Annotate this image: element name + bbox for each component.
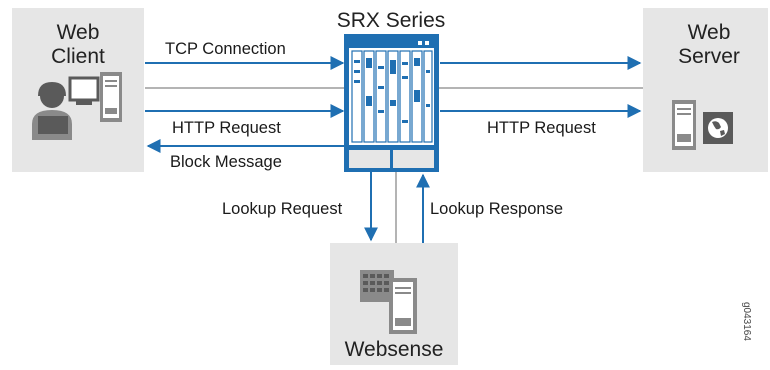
server-stack-icon bbox=[360, 270, 417, 334]
srx-chassis-icon bbox=[344, 34, 439, 172]
figure-id-label: g043164 bbox=[741, 302, 752, 341]
web-server-label-line2: Server bbox=[678, 45, 740, 68]
server-globe-icon bbox=[672, 100, 733, 150]
web-client-label: Web Client bbox=[40, 21, 116, 69]
block-message-label: Block Message bbox=[170, 153, 282, 171]
lookup-response-label: Lookup Response bbox=[430, 200, 564, 218]
lookup-request-label: Lookup Request bbox=[222, 200, 343, 218]
web-server-label-line1: Web bbox=[687, 21, 731, 44]
web-client-label-line1: Web bbox=[56, 21, 100, 44]
user-computer-icon bbox=[32, 72, 122, 140]
tcp-connection-label: TCP Connection bbox=[165, 40, 286, 58]
http-request-client-label: HTTP Request bbox=[172, 119, 281, 137]
web-server-box bbox=[643, 8, 768, 172]
http-request-server-label: HTTP Request bbox=[487, 119, 596, 137]
websense-label: Websense bbox=[344, 338, 444, 361]
web-server-label: Web Server bbox=[668, 21, 750, 69]
srx-series-label: SRX Series bbox=[336, 9, 446, 32]
web-client-label-line2: Client bbox=[51, 45, 105, 68]
